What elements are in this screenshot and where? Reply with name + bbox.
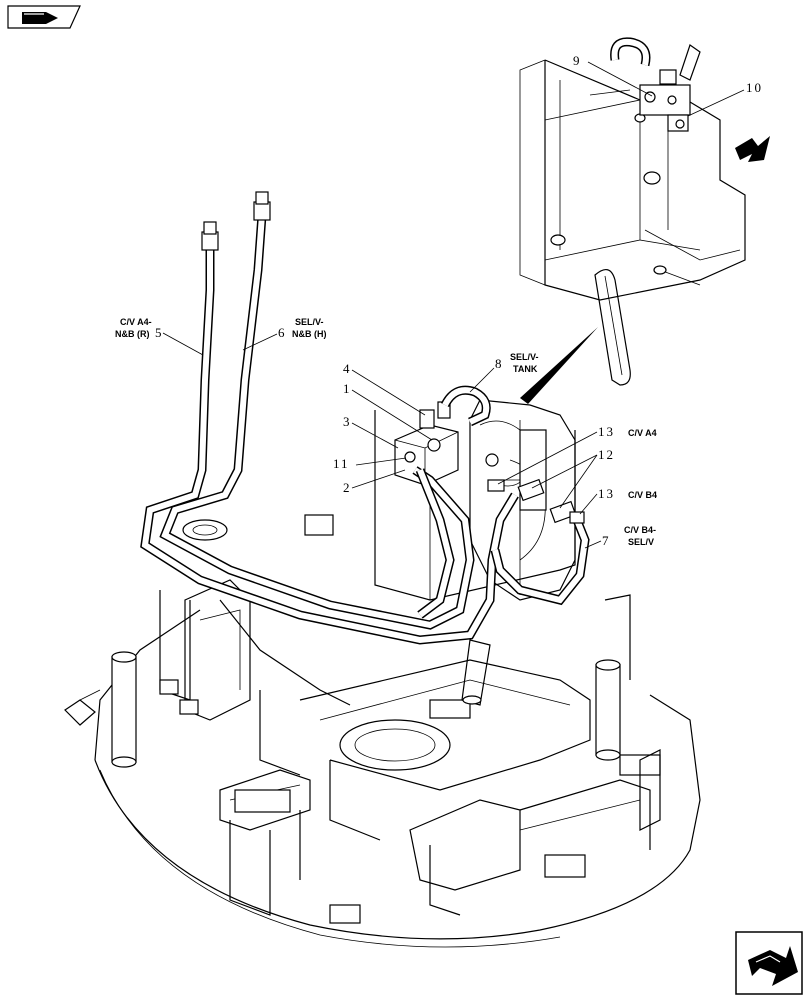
fitting-13-b	[569, 511, 585, 524]
valve-frame-inset	[519, 37, 746, 386]
callout-3: 3	[343, 414, 399, 449]
svg-text:C/V A4-: C/V A4-	[120, 317, 152, 327]
callout-6: 6 SEL/V- N&B (H)	[242, 317, 327, 351]
view-direction-arrow-icon	[735, 136, 770, 162]
next-page-arrow-icon[interactable]	[735, 931, 803, 995]
svg-text:10: 10	[746, 80, 763, 95]
svg-text:N&B (R): N&B (R)	[115, 329, 150, 339]
callout-10: 10	[687, 80, 763, 117]
book-arrow-icon[interactable]	[7, 5, 81, 29]
svg-text:C/V B4: C/V B4	[628, 490, 657, 500]
callout-1: 1	[343, 381, 433, 441]
callout-11: 11	[333, 456, 407, 471]
upper-structure-frame	[64, 410, 701, 948]
fitting-12-b	[549, 500, 577, 524]
callout-2: 2	[343, 469, 406, 495]
svg-text:11: 11	[333, 456, 350, 471]
callout-7: 7 C/V B4- SEL/V	[584, 525, 656, 549]
hose-6	[159, 214, 475, 630]
hose-6-b	[415, 468, 455, 619]
callout-12: 12	[531, 447, 615, 509]
hose-6-fitting	[253, 191, 271, 221]
callout-9: 9	[573, 53, 653, 97]
svg-text:7: 7	[602, 533, 611, 548]
svg-text:SEL/V-: SEL/V-	[295, 317, 324, 327]
hose-5-fitting	[201, 221, 219, 251]
svg-text:1: 1	[343, 381, 352, 396]
callout-5: C/V A4- N&B (R) 5	[115, 317, 204, 356]
svg-text:SEL/V: SEL/V	[628, 537, 654, 547]
callout-13-bottom: 13 C/V B4	[579, 486, 657, 515]
svg-text:12: 12	[598, 447, 615, 462]
hose-8	[440, 385, 491, 427]
svg-text:4: 4	[343, 361, 352, 376]
svg-text:13: 13	[598, 486, 615, 501]
svg-text:5: 5	[155, 325, 164, 340]
left-post	[111, 651, 137, 768]
svg-text:6: 6	[278, 325, 287, 340]
svg-text:8: 8	[495, 356, 504, 371]
svg-text:C/V A4: C/V A4	[628, 428, 657, 438]
hose-7	[490, 513, 590, 606]
svg-text:3: 3	[343, 414, 352, 429]
svg-text:TANK: TANK	[513, 364, 538, 374]
fitting-13-a	[487, 479, 505, 492]
callout-4: 4	[343, 361, 426, 416]
svg-text:9: 9	[573, 53, 582, 68]
svg-text:C/V B4-: C/V B4-	[624, 525, 656, 535]
hose-5	[140, 245, 519, 645]
right-post	[595, 659, 621, 761]
svg-text:N&B (H): N&B (H)	[292, 329, 327, 339]
callout-8: 8 SEL/V- TANK	[469, 352, 539, 393]
callout-13-top: 13 C/V A4	[497, 424, 657, 485]
svg-text:2: 2	[343, 480, 352, 495]
svg-text:13: 13	[598, 424, 615, 439]
svg-text:SEL/V-: SEL/V-	[510, 352, 539, 362]
detail-pointer-wedge	[520, 327, 598, 404]
